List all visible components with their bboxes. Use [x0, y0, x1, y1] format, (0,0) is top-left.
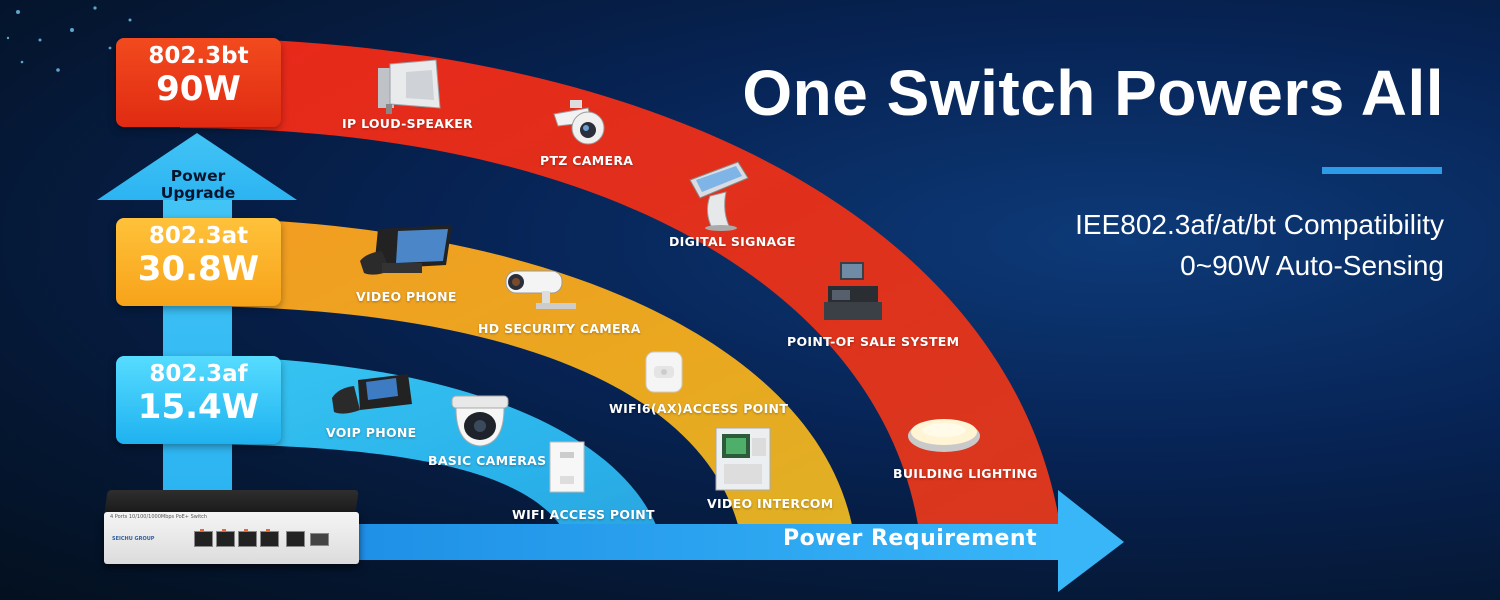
sparkle-dots [6, 6, 132, 72]
switch-uplink-port [286, 531, 305, 547]
power-requirement-label: Power Requirement [783, 526, 1038, 551]
switch-port [260, 531, 279, 547]
dome-camera-icon [451, 395, 509, 447]
label-basic-cameras: BASIC CAMERAS [428, 453, 547, 468]
power-requirement-arrow [340, 490, 1124, 592]
bullet-camera-icon [505, 270, 576, 309]
switch-led [222, 529, 226, 531]
af-arc [180, 356, 656, 525]
subline-compatibility: IEE802.3af/at/bt Compatibility [1075, 209, 1444, 240]
switch-led [266, 529, 270, 531]
label-hd-security-camera: HD SECURITY CAMERA [478, 321, 641, 336]
label-point-of-sale: POINT-OF SALE SYSTEM [787, 334, 960, 349]
pos-terminal-icon [824, 262, 882, 320]
tier-badge-af: 802.3af 15.4W [116, 356, 281, 444]
switch-port [238, 531, 257, 547]
switch-model-text: 4 Ports 10/100/1000Mbps PoE+ Switch [110, 514, 208, 520]
switch-led [244, 529, 248, 531]
tier-wattage: 30.8W [137, 249, 260, 289]
tier-wattage: 90W [156, 69, 241, 109]
power-upgrade-label: Power Upgrade [150, 168, 246, 202]
accent-line [1322, 167, 1442, 174]
label-video-intercom: VIDEO INTERCOM [707, 496, 834, 511]
speaker-icon [378, 59, 441, 114]
power-upgrade-line2: Upgrade [160, 184, 236, 202]
tier-badge-bt: 802.3bt 90W [116, 38, 281, 127]
poe-switch-icon: 4 Ports 10/100/1000Mbps PoE+ Switch SEIC… [104, 490, 359, 570]
video-phone-icon [360, 225, 452, 275]
switch-port [194, 531, 213, 547]
label-building-lighting: BUILDING LIGHTING [893, 466, 1038, 481]
ceiling-ap-icon [645, 351, 683, 393]
headline: One Switch Powers All [742, 57, 1444, 129]
intercom-icon [715, 427, 771, 491]
subline-auto-sensing: 0~90W Auto-Sensing [1180, 250, 1444, 281]
switch-top [104, 490, 359, 514]
signage-kiosk-icon [689, 161, 749, 231]
tier-badge-at: 802.3at 30.8W [116, 218, 281, 306]
label-digital-signage: DIGITAL SIGNAGE [669, 234, 796, 249]
at-arc [180, 218, 852, 525]
voip-phone-icon [332, 374, 412, 414]
switch-brand-text: SEICHU GROUP [112, 536, 155, 542]
switch-port [216, 531, 235, 547]
ceiling-light-icon [908, 419, 980, 452]
tier-standard: 802.3bt [148, 43, 249, 69]
label-ptz-camera: PTZ CAMERA [540, 153, 634, 168]
label-wifi6-access-point: WIFI6(AX)ACCESS POINT [609, 401, 789, 416]
label-voip-phone: VOIP PHONE [326, 425, 417, 440]
power-upgrade-line1: Power [170, 167, 226, 185]
ptz-camera-icon [553, 100, 605, 145]
switch-led [200, 529, 204, 531]
label-video-phone: VIDEO PHONE [356, 289, 457, 304]
switch-sfp-port [310, 533, 329, 546]
label-ip-loud-speaker: IP LOUD-SPEAKER [342, 116, 473, 131]
tier-wattage: 15.4W [137, 387, 260, 427]
tier-standard: 802.3af [149, 361, 248, 387]
wall-ap-icon [549, 441, 585, 493]
label-wifi-access-point: WIFI ACCESS POINT [512, 507, 655, 522]
tier-standard: 802.3at [148, 223, 249, 249]
